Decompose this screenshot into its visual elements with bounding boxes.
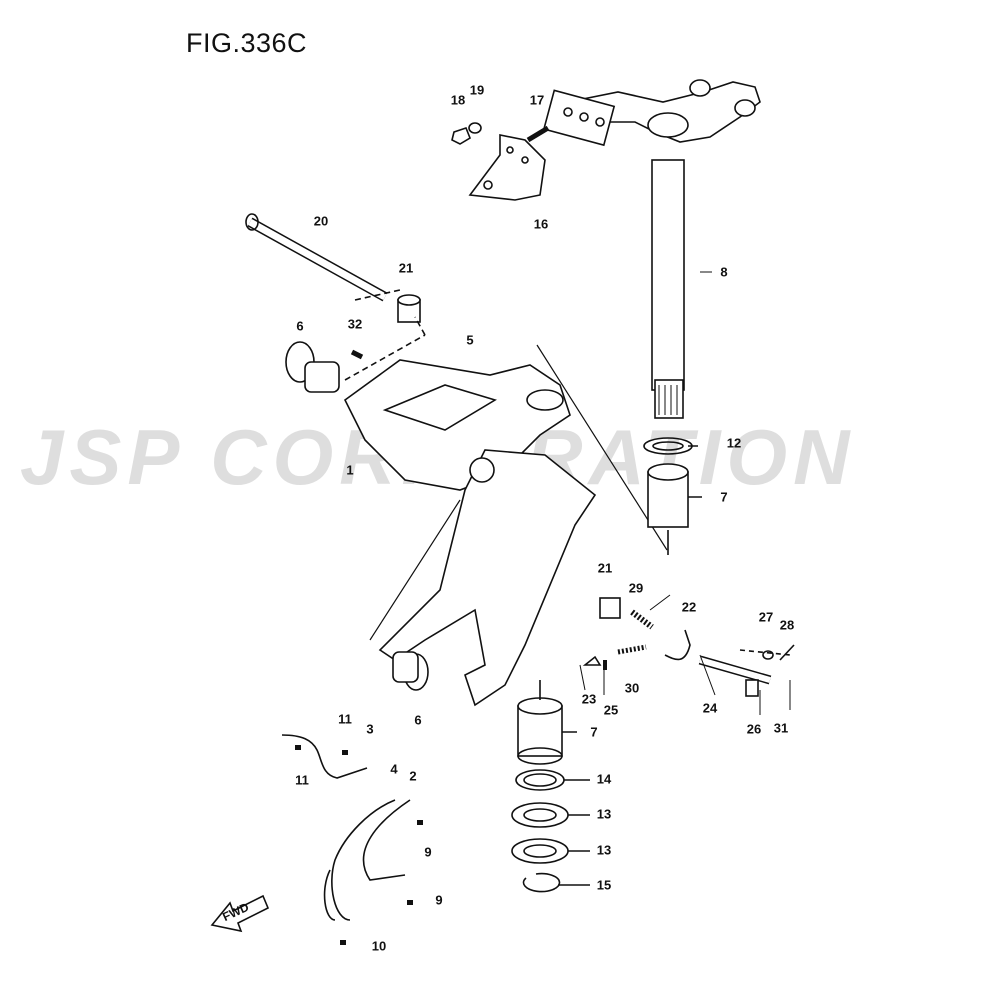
part-label: 20 bbox=[313, 213, 329, 229]
steering-shaft bbox=[542, 79, 761, 419]
part-label: 7 bbox=[590, 724, 598, 740]
part-label: 26 bbox=[746, 721, 762, 737]
part-label: 1 bbox=[346, 462, 354, 478]
part-label: 27 bbox=[758, 609, 774, 625]
figure-title: FIG.336C bbox=[186, 28, 308, 58]
part-label: 17 bbox=[529, 92, 545, 108]
part-label: 24 bbox=[702, 700, 718, 716]
fwd-arrow bbox=[210, 894, 270, 933]
part-label: 29 bbox=[628, 580, 644, 596]
part-label: 14 bbox=[596, 771, 612, 787]
part-label: 30 bbox=[624, 680, 640, 696]
part-label: 28 bbox=[779, 617, 795, 633]
part-label: 10 bbox=[371, 938, 387, 954]
part-label: 4 bbox=[390, 761, 398, 777]
part-label: 3 bbox=[366, 721, 374, 737]
part-label: 6 bbox=[296, 318, 304, 334]
part-label: 23 bbox=[581, 691, 597, 707]
part-label: 9 bbox=[424, 844, 432, 860]
bracket bbox=[468, 134, 546, 201]
part-label: 12 bbox=[726, 435, 742, 451]
part-label: 18 bbox=[450, 92, 466, 108]
swivel-bracket bbox=[343, 344, 668, 707]
part-label: 8 bbox=[720, 264, 728, 280]
part-label: 13 bbox=[596, 806, 612, 822]
part-label: 16 bbox=[533, 216, 549, 232]
part-label: 25 bbox=[603, 702, 619, 718]
part-label: 31 bbox=[773, 720, 789, 736]
part-label: 32 bbox=[347, 316, 363, 332]
part-label: 22 bbox=[681, 599, 697, 615]
part-label: 21 bbox=[597, 560, 613, 576]
part-label: 5 bbox=[466, 332, 474, 348]
part-label: 9 bbox=[435, 892, 443, 908]
part-label: 15 bbox=[596, 877, 612, 893]
part-label: 2 bbox=[409, 768, 417, 784]
part-label: 13 bbox=[596, 842, 612, 858]
pin bbox=[245, 213, 388, 302]
part-label: 7 bbox=[720, 489, 728, 505]
part-label: 11 bbox=[338, 711, 352, 727]
part-label: 19 bbox=[469, 82, 485, 98]
part-label: 11 bbox=[295, 772, 309, 788]
part-label: 21 bbox=[398, 260, 414, 276]
part-label: 6 bbox=[414, 712, 422, 728]
